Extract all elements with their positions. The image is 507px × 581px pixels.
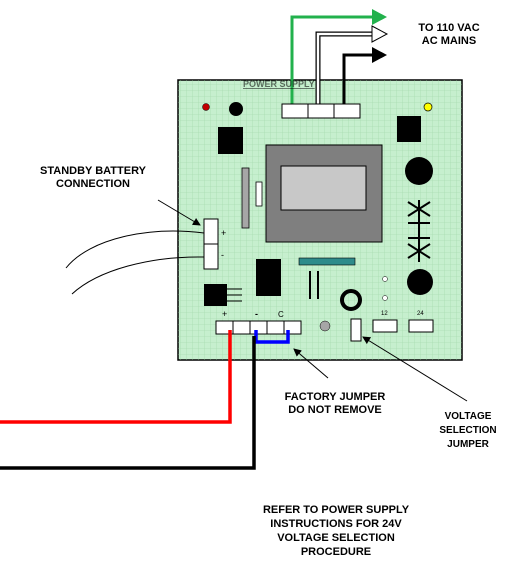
black-capacitor-top <box>229 102 243 116</box>
battery-label-line2: CONNECTION <box>56 178 130 190</box>
small-hole-1 <box>382 276 388 282</box>
pad-24v <box>408 319 434 333</box>
output-terminal-block <box>215 320 302 335</box>
mains-label: TO 110 VAC AC MAINS <box>404 22 494 48</box>
battery-label-arrow <box>157 199 201 226</box>
battery-connection-label: STANDBY BATTERY CONNECTION <box>18 165 168 191</box>
pad-12v-label: 12 <box>381 311 388 317</box>
teal-heatsink <box>298 257 356 266</box>
output-c-mark: C <box>278 310 284 319</box>
resistor-vertical <box>241 167 250 229</box>
yellow-led <box>423 102 433 112</box>
transformer <box>265 144 383 243</box>
mains-wires <box>290 9 389 104</box>
refer-instructions-label: REFER TO POWER SUPPLY INSTRUCTIONS FOR 2… <box>238 503 434 559</box>
battery-label-line1: STANDBY BATTERY <box>40 165 146 177</box>
mains-label-line2: AC MAINS <box>421 35 477 47</box>
voltage-jumper <box>350 318 362 342</box>
factory-jumper-line2: DO NOT REMOVE <box>288 404 382 416</box>
transistor-pins <box>309 271 319 299</box>
negative-output-wire <box>0 336 256 470</box>
red-led <box>202 103 210 111</box>
battery-lead-lower <box>71 256 205 295</box>
black-ic-right <box>397 116 421 142</box>
black-ring-component <box>340 289 362 311</box>
jumper-label-arrow <box>293 348 329 379</box>
factory-jumper-line1: FACTORY JUMPER <box>284 391 386 403</box>
factory-jumper-label: FACTORY JUMPER DO NOT REMOVE <box>272 391 398 417</box>
black-capacitor-right <box>407 269 433 295</box>
refer-line2: INSTRUCTIONS FOR 24V <box>270 518 402 530</box>
positive-output-wire <box>0 330 232 424</box>
grey-dot <box>319 320 331 332</box>
output-plus-mark: + <box>222 309 227 319</box>
battery-lead-upper <box>65 230 205 269</box>
output-minus-mark: - <box>255 309 258 319</box>
voltage-selection-label: VOLTAGE SELECTION JUMPER <box>430 410 506 452</box>
board-title: POWER SUPPLY <box>243 79 315 89</box>
pad-24v-label: 24 <box>417 311 424 317</box>
ac-input-terminal-block <box>281 103 361 119</box>
voltage-selection-line3: JUMPER <box>447 439 489 450</box>
refer-line1: REFER TO POWER SUPPLY <box>262 504 410 516</box>
refer-line4: PROCEDURE <box>300 546 372 558</box>
black-capacitor-large <box>405 157 433 185</box>
small-hole-2 <box>382 295 388 301</box>
black-regulator <box>256 259 281 296</box>
factory-jumper-wire <box>254 330 290 344</box>
battery-minus-mark: - <box>221 250 224 260</box>
black-ic-left <box>218 127 243 154</box>
black-ic-small <box>204 284 242 306</box>
battery-plus-mark: + <box>221 228 226 238</box>
diode-bridge <box>407 200 431 262</box>
small-component <box>255 181 263 207</box>
voltage-jumper-arrow <box>362 336 468 402</box>
refer-line3: VOLTAGE SELECTION <box>277 532 395 544</box>
mains-label-line1: TO 110 VAC <box>418 22 480 34</box>
voltage-selection-line2: SELECTION <box>439 425 497 436</box>
battery-terminal <box>203 218 219 270</box>
pad-12v <box>372 319 398 333</box>
voltage-selection-line1: VOLTAGE <box>444 411 492 422</box>
